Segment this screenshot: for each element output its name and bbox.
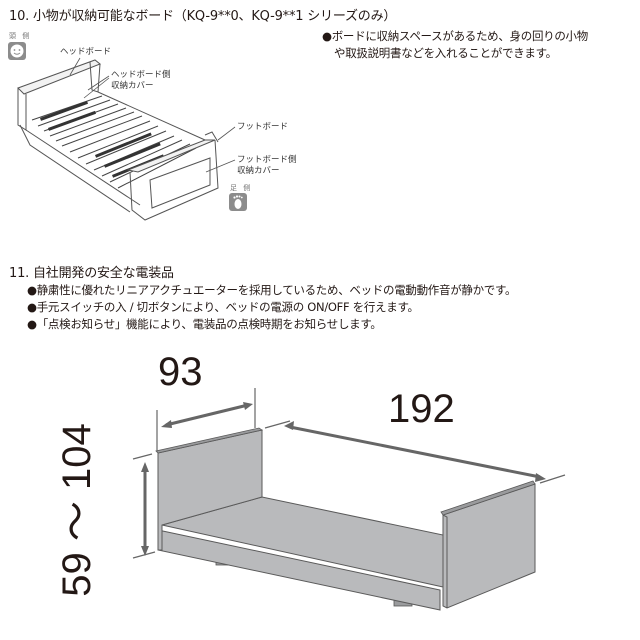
callout-footboard-cover-2: 収納カバー xyxy=(237,166,280,176)
section-11-title: 11. 自社開発の安全な電装品 xyxy=(9,266,174,281)
callout-footboard-cover-1: フットボード側 xyxy=(237,155,297,165)
section-11-bullet-3: ●「点検お知らせ」機能により、電装品の点検時期をお知らせします。 xyxy=(27,317,382,331)
height-dimension-label: 59 ～ 104 xyxy=(55,423,99,597)
callout-footboard: フットボード xyxy=(237,122,289,132)
head-side-label: 頭 側 xyxy=(9,32,32,40)
face-icon xyxy=(8,42,26,60)
depth-dimension-label: 93 xyxy=(158,350,203,394)
callout-headboard-cover-2: 収納カバー xyxy=(111,81,154,91)
foot-side-label: 足 側 xyxy=(230,184,253,192)
section-10-bullet-line-2: や取扱説明書などを入れることができます。 xyxy=(334,46,557,60)
section-11-bullet-1: ●静粛性に優れたリニアアクチュエーターを採用しているため、ベッドの電動動作音が静… xyxy=(27,283,517,297)
callout-headboard-cover-1: ヘッドボード側 xyxy=(111,70,171,80)
callout-headboard: ヘッドボード xyxy=(60,47,112,57)
foot-icon xyxy=(229,193,247,211)
section-10-title: 10. 小物が収納可能なボード（KQ-9**0、KQ-9**1 シリーズのみ） xyxy=(9,9,397,24)
width-dimension-label: 192 xyxy=(388,387,455,431)
section-10-bullet-line-1: ●ボードに収納スペースがあるため、身の回りの小物 xyxy=(322,29,588,43)
section-11-bullet-2: ●手元スイッチの入 / 切ボタンにより、ベッドの電源の ON/OFF を行えます… xyxy=(27,300,419,314)
